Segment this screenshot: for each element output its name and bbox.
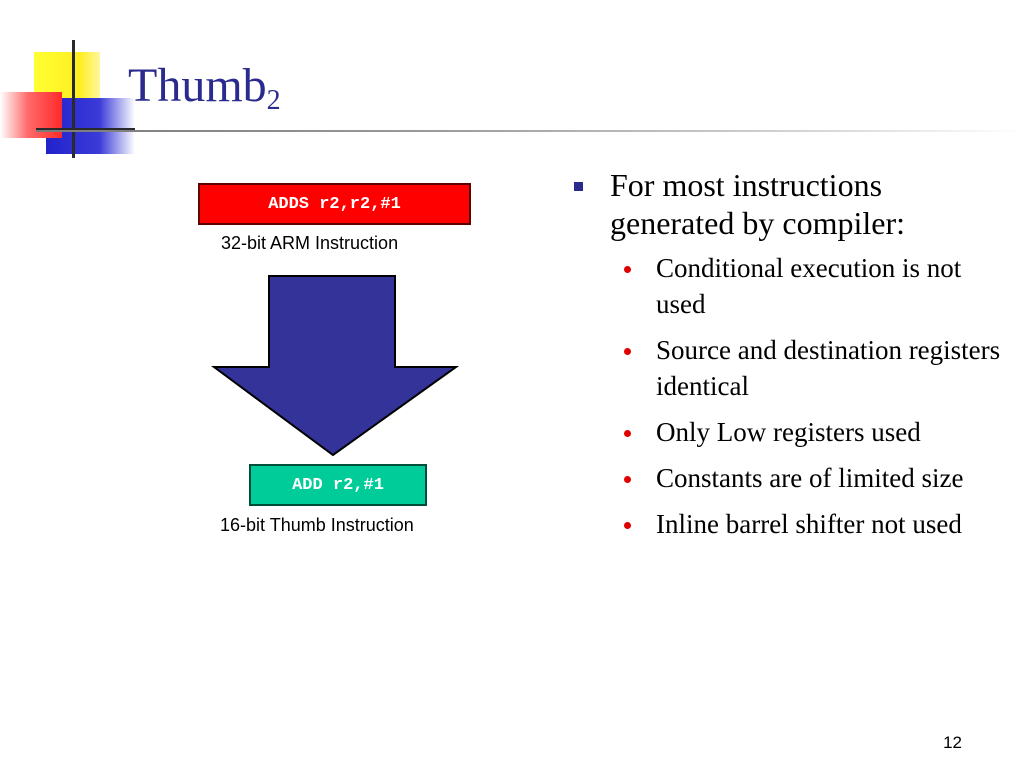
dot-bullet-icon	[624, 348, 631, 355]
thumb-instruction-box: ADD r2,#1	[249, 464, 427, 506]
main-bullet: For most instructions generated by compi…	[572, 166, 1012, 242]
color-blocks-logo-icon	[0, 40, 135, 158]
sub-bullet: Source and destination registers identic…	[572, 332, 1012, 404]
arm-instruction-text: ADDS r2,r2,#1	[268, 194, 401, 214]
square-bullet-icon	[574, 182, 583, 191]
sub-bullet: Only Low registers used	[572, 414, 1012, 450]
sub-bullet-text: Inline barrel shifter not used	[656, 509, 962, 539]
dot-bullet-icon	[624, 476, 631, 483]
dot-bullet-icon	[624, 522, 631, 529]
sub-bullet-text: Constants are of limited size	[656, 463, 964, 493]
arm-instruction-caption: 32-bit ARM Instruction	[221, 233, 399, 253]
title-underline	[36, 130, 1024, 132]
bullet-list: For most instructions generated by compi…	[572, 166, 1012, 552]
title-subscript: 2	[266, 85, 281, 116]
sub-bullet-text: Source and destination registers identic…	[656, 335, 1001, 401]
dot-bullet-icon	[624, 430, 631, 437]
title-text: Thumb	[128, 59, 267, 112]
slide-title: Thumb2	[128, 59, 281, 115]
down-arrow-icon	[211, 275, 459, 457]
sub-bullet-text: Conditional execution is not used	[656, 253, 962, 319]
dot-bullet-icon	[624, 266, 631, 273]
thumb-instruction-text: ADD r2,#1	[292, 475, 384, 495]
arm-instruction-box: ADDS r2,r2,#1	[198, 183, 471, 225]
thumb-instruction-caption: 16-bit Thumb Instruction	[220, 515, 414, 535]
sub-bullet: Constants are of limited size	[572, 460, 1012, 496]
sub-bullet: Conditional execution is not used	[572, 250, 1012, 322]
sub-bullet-text: Only Low registers used	[656, 417, 921, 447]
sub-bullet: Inline barrel shifter not used	[572, 506, 1012, 542]
page-number: 12	[943, 733, 962, 752]
main-bullet-text: For most instructions generated by compi…	[610, 167, 905, 241]
sub-bullet-list: Conditional execution is not used Source…	[572, 250, 1012, 542]
